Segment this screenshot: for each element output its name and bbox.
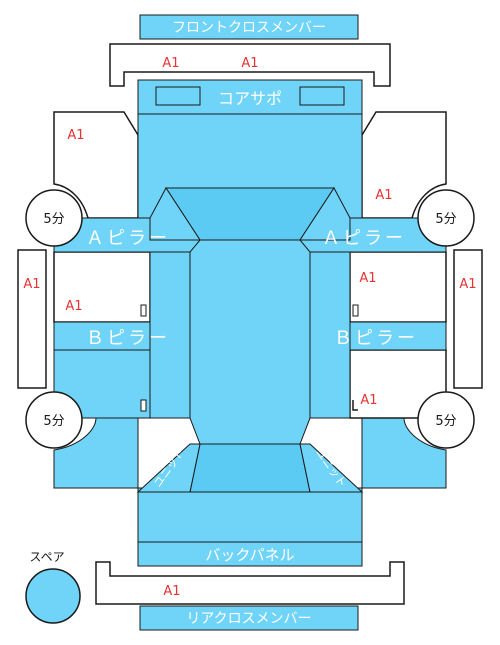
back-panel bbox=[137, 541, 363, 567]
rear-right-wheel-label: 5分 bbox=[435, 414, 456, 429]
left-rear-latch-mark bbox=[140, 399, 147, 412]
b-pillar-left-label: Ｂピラー bbox=[86, 328, 170, 349]
mark-front-member-right: A1 bbox=[241, 56, 258, 71]
rear-cross-member-label: リアクロスメンバー bbox=[186, 611, 311, 627]
rear-right-wheel bbox=[417, 391, 475, 449]
rear-member-outline bbox=[95, 561, 405, 605]
back-panel-label: バックパネル bbox=[205, 546, 294, 564]
b-pillar-right-label: Ｂピラー bbox=[334, 328, 418, 349]
rear-window-panel bbox=[189, 443, 311, 493]
mark-rear-member: A1 bbox=[163, 584, 180, 599]
left-a-pillar-slope bbox=[149, 187, 201, 241]
core-support-label: コアサポ bbox=[218, 89, 282, 108]
front-cross-member-label: フロントクロスメンバー bbox=[172, 20, 326, 36]
right-a-pillar-slope bbox=[299, 187, 351, 241]
core-support-slot-right bbox=[299, 86, 345, 106]
mark-rear-quarter-right: A1 bbox=[360, 393, 377, 408]
right-unit-panel bbox=[299, 443, 364, 493]
left-front-latch-mark bbox=[140, 304, 147, 317]
right-front-latch-mark bbox=[352, 304, 359, 317]
spare-tire bbox=[25, 568, 81, 624]
right-rear-latch-mark bbox=[352, 400, 358, 411]
a-pillar-left-label: Ａピラー bbox=[86, 228, 170, 249]
core-support-slot-left bbox=[155, 86, 201, 106]
mark-front-fender-right: A1 bbox=[375, 188, 392, 203]
right-inner-member bbox=[309, 251, 351, 419]
front-member-outline bbox=[109, 43, 391, 87]
left-rocker-outline bbox=[17, 249, 47, 389]
mark-rocker-left: A1 bbox=[23, 277, 40, 292]
rear-cross-member-panel bbox=[139, 605, 359, 631]
right-rocker-outline bbox=[453, 249, 483, 389]
left-unit-panel bbox=[136, 443, 201, 493]
front-cross-member-panel bbox=[139, 14, 359, 40]
rear-left-wheel bbox=[25, 391, 83, 449]
roof-panel bbox=[189, 239, 311, 445]
mark-front-member-left: A1 bbox=[162, 56, 179, 71]
front-left-wheel-label: 5分 bbox=[43, 212, 64, 227]
mark-front-door-left: A1 bbox=[65, 299, 82, 314]
mark-front-door-right: A1 bbox=[359, 271, 376, 286]
right-front-door-outline bbox=[349, 251, 447, 323]
front-right-wheel-label: 5分 bbox=[435, 212, 456, 227]
mark-rocker-right: A1 bbox=[459, 277, 476, 292]
a-pillar-right-label: Ａピラー bbox=[322, 228, 406, 249]
front-left-wheel bbox=[25, 189, 83, 247]
front-right-wheel bbox=[417, 189, 475, 247]
spare-label: スペア bbox=[29, 550, 64, 564]
rear-left-wheel-label: 5分 bbox=[43, 414, 64, 429]
mark-front-fender-left: A1 bbox=[67, 128, 84, 143]
rear-floor-panel bbox=[137, 487, 363, 543]
